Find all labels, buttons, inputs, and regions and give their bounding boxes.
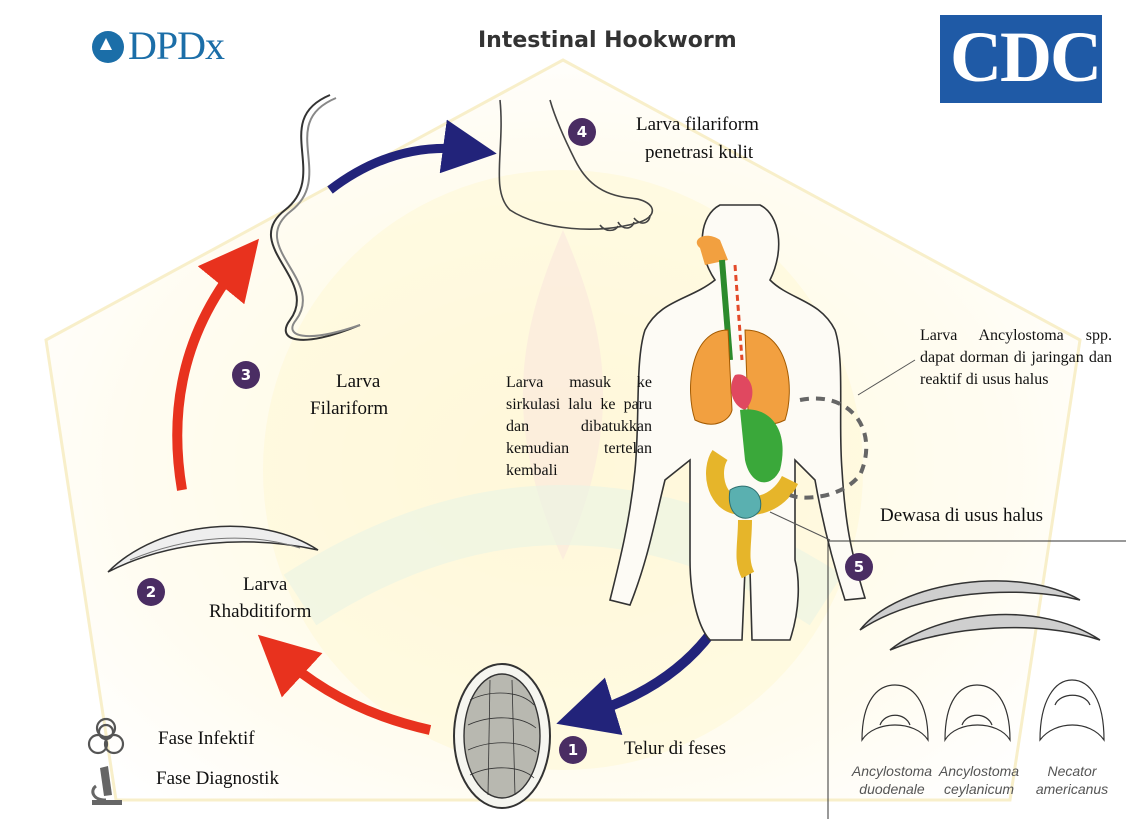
stage-4-label-line2: penetrasi kulit [645,142,753,164]
species-2-name: ceylanicum [927,780,1031,798]
species-3-name: americanus [1020,780,1124,798]
species-3-genus: Necator [1020,762,1124,780]
dpdx-logo-mark [92,31,124,63]
stage-3-label-line2: Filariform [310,398,388,420]
species-caption-3: Necator americanus [1020,762,1124,798]
stage-5-label: Dewasa di usus halus [880,505,1043,527]
stage-4-label-line1: Larva filariform [636,114,759,136]
dpdx-logo-text: DPDx [128,22,224,69]
hookworm-egg [454,664,550,808]
species-2-genus: Ancylostoma [927,762,1031,780]
dormant-note: Larva Ancylostoma spp. dapat dorman di j… [920,325,1112,391]
stage-5-badge: 5 [845,553,873,581]
stage-1-badge: 1 [559,736,587,764]
species-caption-2: Ancylostoma ceylanicum [927,762,1031,798]
stage-2-badge: 2 [137,578,165,606]
stage-3-label-line1: Larva [336,371,380,393]
legend-infective-label: Fase Infektif [158,728,255,750]
cdc-logo-text: CDC [950,14,1100,100]
circulation-note: Larva masuk ke sirkulasi lalu ke paru da… [506,372,652,482]
page-title: Intestinal Hookworm [478,28,737,53]
stage-2-label-line1: Larva [243,574,287,596]
legend-diagnostic-label: Fase Diagnostik [156,768,279,790]
stage-4-badge: 4 [568,118,596,146]
stage-1-label: Telur di feses [624,738,726,760]
stage-2-label-line2: Rhabditiform [209,601,311,623]
stage-3-badge: 3 [232,361,260,389]
